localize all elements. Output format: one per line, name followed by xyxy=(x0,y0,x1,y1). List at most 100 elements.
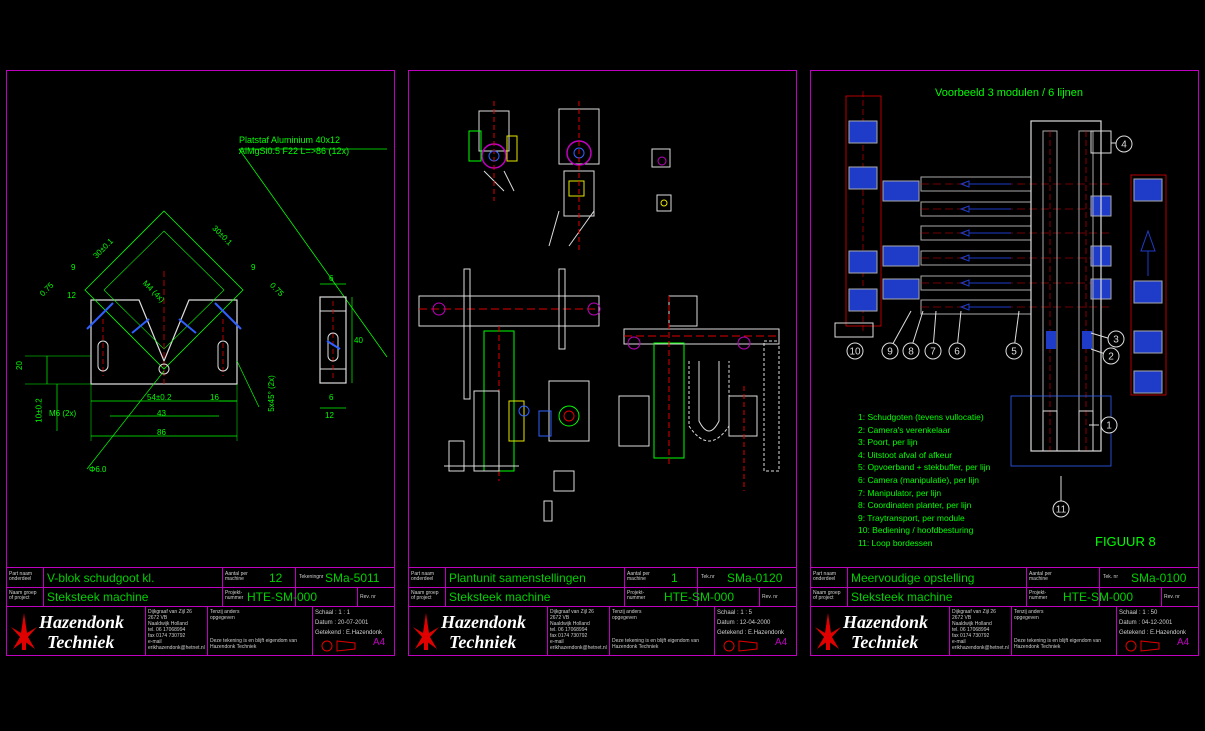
drawn-by: Getekend : E.Hazendonk xyxy=(717,630,785,636)
label-project: Naam groep of project xyxy=(813,590,841,601)
callout-8: 8 xyxy=(902,342,920,360)
callout-3: 3 xyxy=(1107,330,1125,348)
sheet-format: A4 xyxy=(1177,637,1190,648)
disclaimer: Deze tekening is en blijft eigendom van … xyxy=(1014,638,1101,650)
projection-symbol-icon xyxy=(723,640,758,652)
tolerance-note: Tenzij anders opgegeven xyxy=(1014,609,1044,621)
title-block: Part naam onderdeel V-blok schudgoot kl.… xyxy=(7,567,394,655)
drawing-number: SMa-0100 xyxy=(1131,571,1187,585)
drawn-by: Getekend : E.Hazendonk xyxy=(315,630,383,636)
svg-text:3: 3 xyxy=(1113,335,1119,346)
dim-label: 43 xyxy=(157,409,166,418)
project-number: HTE-SM-000 xyxy=(664,590,735,604)
disclaimer: Deze tekening is en blijft eigendom van … xyxy=(210,638,297,650)
sheet-format: A4 xyxy=(775,637,788,648)
part-name: Meervoudige opstelling xyxy=(851,571,975,585)
callout-9: 9 xyxy=(881,342,899,360)
address: Dijkgraaf van Zijl 26 2672 VB Naaldwijk … xyxy=(952,609,1009,651)
label-qty: Aantal per machine xyxy=(225,571,248,582)
drawing-sheet-1[interactable]: Platstaf Aluminium 40x12 AlMgSi0.5 F22 L… xyxy=(6,70,395,656)
dim-label: 20 xyxy=(14,361,24,370)
legend-item: 7: Manipulator, per lijn xyxy=(858,487,942,498)
legend-item: 4: Uitstoot afval of afkeur xyxy=(858,449,953,460)
svg-text:7: 7 xyxy=(930,347,936,358)
company-logo: Hazendonk Techniek xyxy=(813,611,949,653)
label-drawing-no: Tekeningnr xyxy=(299,574,324,580)
projection-symbol-icon xyxy=(321,640,356,652)
dim-label: 6 xyxy=(329,393,334,402)
label-project-no: Projekt- nummer xyxy=(225,590,244,601)
label-part-name: Part naam onderdeel xyxy=(9,571,33,582)
drawing-number: SMa-0120 xyxy=(727,571,783,585)
date: Datum : 20-07-2001 xyxy=(315,620,369,626)
label-drawing-no: Tek. nr xyxy=(1103,574,1119,580)
tray xyxy=(882,245,920,267)
project-name: Steksteek machine xyxy=(47,590,149,604)
dim-label: 16 xyxy=(210,393,219,402)
project-name: Steksteek machine xyxy=(449,590,551,604)
logo-line-1: Hazendonk xyxy=(441,612,527,632)
title-block: Part naam onderdeel Meervoudige opstelli… xyxy=(811,567,1198,655)
legend-item: 1: Schudgoten (tevens vullocatie) xyxy=(858,412,984,422)
tolerance-note: Tenzij anders opgegeven xyxy=(612,609,642,621)
tray xyxy=(882,278,920,300)
dim-label: 12 xyxy=(325,411,334,420)
svg-text:8: 8 xyxy=(908,347,914,358)
callout-2: 2 xyxy=(1102,347,1120,365)
material-note-2: AlMgSi0.5 F22 L=>86 (12x) xyxy=(239,146,350,156)
material-note: Platstaf Aluminium 40x12 xyxy=(239,135,341,145)
company-logo: Hazendonk Techniek xyxy=(411,611,547,653)
drawing-sheet-3[interactable]: Voorbeeld 3 modulen / 6 lijnen xyxy=(810,70,1199,656)
address: Dijkgraaf van Zijl 26 2672 VB Naaldwijk … xyxy=(148,609,205,651)
label-drawing-no: Tek.nr xyxy=(701,574,715,580)
legend-item: 11: Loop bordessen xyxy=(858,537,933,548)
label-qty: Aantal per machine xyxy=(1029,571,1052,582)
callout-10: 10 xyxy=(846,342,864,360)
plant-unit-assembly-drawing xyxy=(418,101,780,522)
dim-label: 86 xyxy=(157,428,166,437)
quantity: 12 xyxy=(269,571,283,585)
windmill-icon xyxy=(815,613,841,650)
dim-label: 12 xyxy=(67,291,76,300)
drawing-sheet-2[interactable]: Part naam onderdeel Plantunit samenstell… xyxy=(408,70,797,656)
svg-text:10: 10 xyxy=(849,347,861,358)
scale: Schaal : 1 : 1 xyxy=(315,610,351,616)
legend-list: 1: Schudgoten (tevens vullocatie) 2: Cam… xyxy=(858,411,990,550)
date: Datum : 04-12-2001 xyxy=(1119,620,1173,626)
part-name: V-blok schudgoot kl. xyxy=(47,571,155,585)
dim-label: M6 (2x) xyxy=(49,409,77,418)
legend-item: 8: Coordinaten planter, per lijn xyxy=(858,500,972,511)
svg-text:1: 1 xyxy=(1106,421,1112,432)
dim-label: Φ6.0 xyxy=(89,465,107,474)
label-part-name: Part naam onderdeel xyxy=(411,571,435,582)
label-project: Naam groep of project xyxy=(411,590,439,601)
callout-1: 1 xyxy=(1100,416,1118,434)
svg-text:9: 9 xyxy=(887,347,893,358)
module-line xyxy=(920,225,1111,241)
legend-item: 5: Opvoerband + stekbuffer, per lijn xyxy=(858,462,991,473)
dim-label: 10±0.2 xyxy=(34,398,44,423)
layout-title: Voorbeeld 3 modulen / 6 lijnen xyxy=(935,87,1083,99)
module-line xyxy=(920,250,1111,266)
label-qty: Aantal per machine xyxy=(627,571,650,582)
windmill-icon xyxy=(413,613,439,650)
label-project-no: Projekt- nummer xyxy=(627,590,646,601)
dim-label: 54±0.2 xyxy=(147,393,172,402)
callout-4: 4 xyxy=(1115,135,1133,153)
scale: Schaal : 1 : 5 xyxy=(717,610,753,616)
callout-7: 7 xyxy=(924,342,942,360)
label-revision: Rev. nr xyxy=(762,594,778,600)
sheet-format: A4 xyxy=(373,637,386,648)
label-revision: Rev. nr xyxy=(360,594,376,600)
svg-text:6: 6 xyxy=(954,347,960,358)
scale: Schaal : 1 : 50 xyxy=(1119,610,1158,616)
logo-line-1: Hazendonk xyxy=(843,612,929,632)
label-part-name: Part naam onderdeel xyxy=(813,571,837,582)
callout-6: 6 xyxy=(948,342,966,360)
logo-line-1: Hazendonk xyxy=(39,612,125,632)
label-revision: Rev. nr xyxy=(1164,594,1180,600)
project-number: HTE-SM-000 xyxy=(1063,590,1134,604)
project-number: HTE-SM-000 xyxy=(247,590,318,604)
logo-line-2: Techniek xyxy=(449,632,517,652)
label-project-no: Projekt- nummer xyxy=(1029,590,1048,601)
